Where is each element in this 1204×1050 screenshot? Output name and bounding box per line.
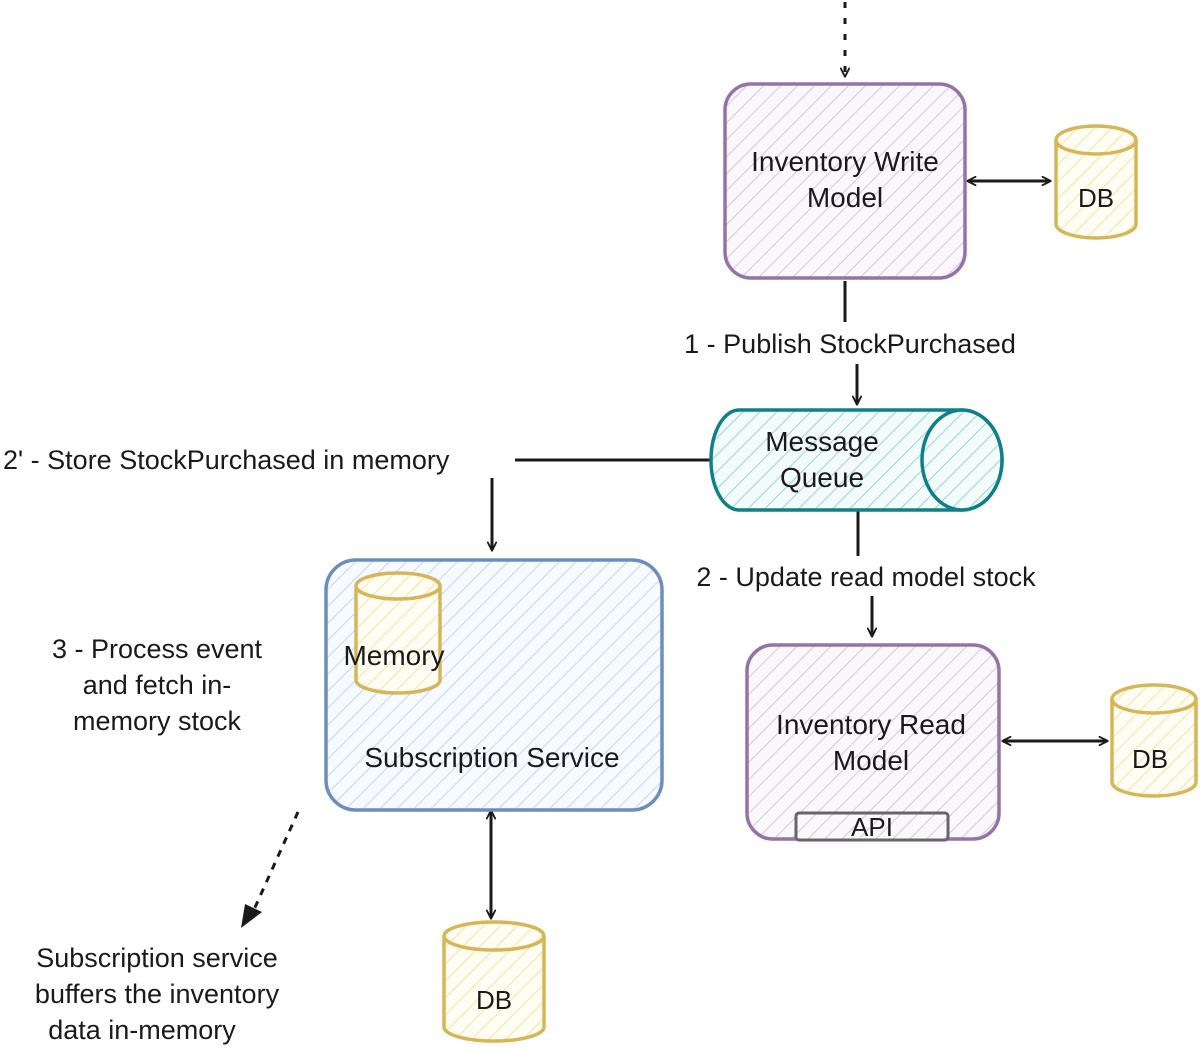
subscription-db-cylinder[interactable]: DB [442,920,546,1043]
process-event-note: 3 - Process event and fetch in- memory s… [52,634,263,736]
message-queue-node[interactable]: Message Queue [709,408,1004,512]
memory-cylinder[interactable]: Memory [343,571,445,695]
publish-label: 1 - Publish StockPurchased [684,329,1016,359]
write-db-label: DB [1078,183,1114,213]
read-db-cylinder[interactable]: DB [1110,683,1198,798]
write-model-title-line2: Model [807,182,883,213]
queue-title-line1: Message [765,426,879,457]
inventory-write-model-node[interactable]: Inventory Write Model [723,82,967,280]
buffer-note-line2: buffers the inventory [35,979,280,1009]
subscription-db-label: DB [476,985,512,1015]
update-read-label: 2 - Update read model stock [696,562,1036,592]
api-label: API [851,812,893,842]
buffer-note-line3: data in-memory [48,1015,236,1045]
read-model-title-line2: Model [833,745,909,776]
process-note-line3: memory stock [73,706,242,736]
subscription-service-label: Subscription Service [364,742,619,773]
update-read-arrow [856,511,872,636]
store-memory-label: 2' - Store StockPurchased in memory [3,445,450,475]
api-endpoint[interactable]: API [794,811,950,842]
buffer-note: Subscription service buffers the invento… [35,943,280,1045]
write-db-cylinder[interactable]: DB [1054,124,1138,240]
read-model-title-line1: Inventory Read [776,709,966,740]
process-note-line2: and fetch in- [83,670,232,700]
read-db-label: DB [1132,744,1168,774]
inventory-read-model-node[interactable]: Inventory Read Model API [745,643,1001,842]
queue-title-line2: Queue [780,462,864,493]
write-model-title-line1: Inventory Write [751,146,939,177]
publish-arrow [843,281,857,404]
process-note-line1: 3 - Process event [52,634,263,664]
buffer-note-line1: Subscription service [36,943,278,973]
buffer-note-arrow [241,811,300,928]
memory-label: Memory [343,640,444,671]
